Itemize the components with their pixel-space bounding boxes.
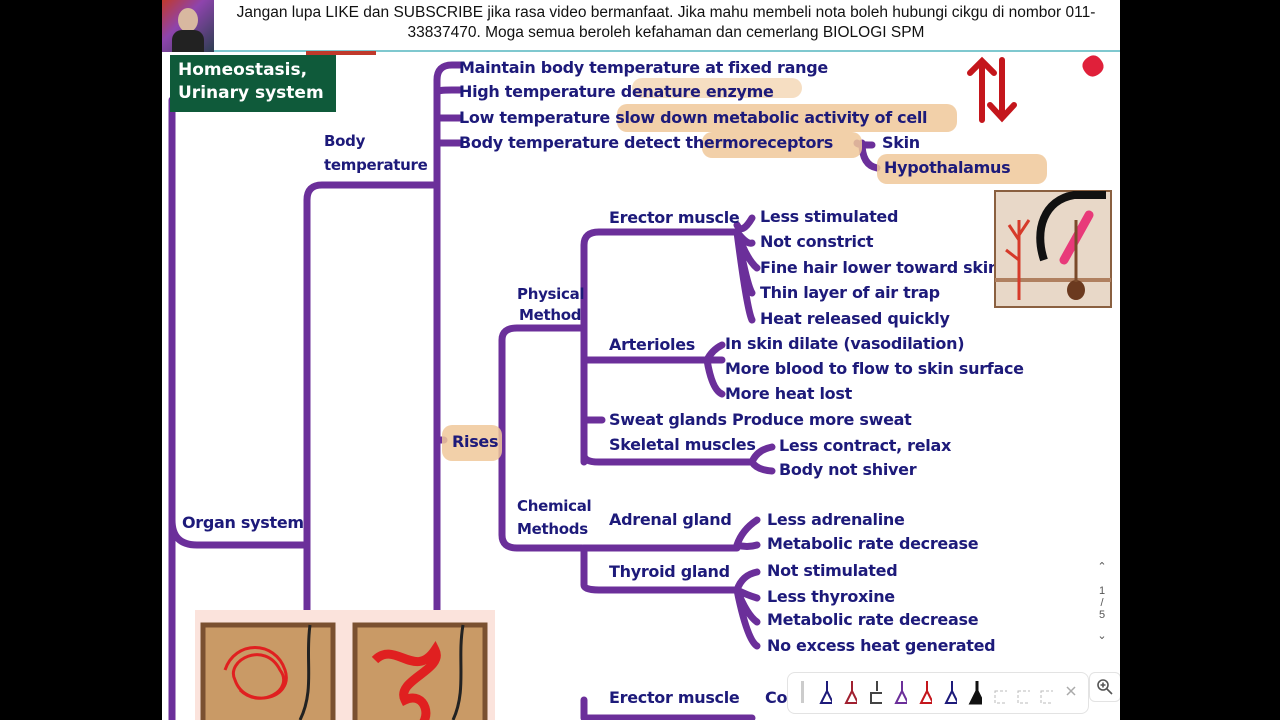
- pen-tool-icon[interactable]: [893, 679, 907, 707]
- thyroid-item-4: No excess heat generated: [767, 636, 996, 655]
- node-skeletal-muscles: Skeletal muscles: [609, 435, 756, 454]
- whiteboard-canvas: Jangan lupa LIKE dan SUBSCRIBE jika rasa…: [162, 0, 1120, 720]
- highlighter-tool-icon[interactable]: [868, 679, 882, 707]
- node-detect: Body temperature detect thermoreceptors: [459, 133, 833, 152]
- chevron-up-icon[interactable]: ⌃: [1097, 561, 1107, 573]
- arterioles-item-2: More blood to flow to skin surface: [725, 359, 1024, 378]
- node-organ-system: Organ system: [182, 513, 304, 532]
- erector-item-1: Less stimulated: [760, 207, 899, 226]
- node-erector-muscle-bottom: Erector muscle: [609, 688, 740, 707]
- up-down-arrows-icon: [967, 56, 1017, 123]
- node-body-temperature-2: temperature: [324, 156, 428, 174]
- erector-bottom-item: Co: [765, 688, 788, 707]
- page-title: Homeostasis, Urinary system: [170, 51, 376, 112]
- adrenal-item-1: Less adrenaline: [767, 510, 905, 529]
- node-erector-muscle: Erector muscle: [609, 208, 740, 227]
- mindmap-branches: [168, 55, 1104, 720]
- node-physical-1: Physical: [517, 285, 585, 303]
- highlight-thermoreceptors: [702, 132, 862, 158]
- pen-tool-icon[interactable]: [918, 679, 932, 707]
- node-adrenal-gland: Adrenal gland: [609, 510, 732, 529]
- drawing-toolbar: [787, 672, 1089, 714]
- node-chemical-1: Chemical: [517, 497, 592, 515]
- node-skin: Skin: [882, 133, 920, 152]
- empty-slot-icon[interactable]: [993, 679, 1007, 707]
- sweat-gland-illustrations: [195, 610, 495, 720]
- node-chemical-2: Methods: [517, 520, 588, 538]
- page-navigator: ⌃ 1 / 5 ⌄: [1094, 560, 1110, 660]
- highlight-low-temp: [617, 104, 957, 132]
- erector-item-3: Fine hair lower toward skin: [760, 258, 1000, 277]
- node-rises: Rises: [452, 432, 499, 451]
- chevron-down-icon[interactable]: ⌄: [1097, 630, 1107, 642]
- thyroid-item-1: Not stimulated: [767, 561, 898, 580]
- erector-item-2: Not constrict: [760, 232, 874, 251]
- node-maintain: Maintain body temperature at fixed range: [459, 58, 828, 77]
- empty-slot-icon[interactable]: [1039, 679, 1053, 707]
- node-high-temperature: High temperature denature enzyme: [459, 82, 774, 101]
- node-low-temperature: Low temperature slow down metabolic acti…: [459, 108, 928, 127]
- info-banner: Jangan lupa LIKE dan SUBSCRIBE jika rasa…: [162, 0, 1120, 52]
- skin-hair-diagram: [994, 190, 1112, 308]
- node-hypothalamus: Hypothalamus: [884, 158, 1011, 177]
- arterioles-item-1: In skin dilate (vasodilation): [725, 334, 965, 353]
- thyroid-item-3: Metabolic rate decrease: [767, 610, 979, 629]
- highlight-hypothalamus: [877, 154, 1047, 184]
- pen-tool-icon[interactable]: [843, 679, 857, 707]
- node-physical-2: Method: [519, 306, 582, 324]
- pen-tool-icon[interactable]: [943, 679, 957, 707]
- pen-tool-icon[interactable]: [796, 679, 810, 707]
- node-thyroid-gland: Thyroid gland: [609, 562, 730, 581]
- zoom-in-icon[interactable]: [1089, 672, 1120, 702]
- thyroid-item-2: Less thyroxine: [767, 587, 895, 606]
- close-icon[interactable]: [1064, 679, 1078, 707]
- channel-avatar: [162, 0, 214, 52]
- pen-tool-icon[interactable]: [968, 679, 982, 707]
- erector-item-4: Thin layer of air trap: [760, 283, 940, 302]
- arterioles-item-3: More heat lost: [725, 384, 852, 403]
- banner-text: Jangan lupa LIKE dan SUBSCRIBE jika rasa…: [236, 4, 1096, 41]
- title-line-2: Urinary system: [178, 83, 324, 103]
- highlight-rises: [442, 425, 502, 461]
- skeletal-item-2: Body not shiver: [779, 460, 917, 479]
- pen-tool-icon[interactable]: [818, 679, 832, 707]
- total-pages: 5: [1098, 609, 1106, 621]
- node-arterioles: Arterioles: [609, 335, 696, 354]
- current-page: 1: [1098, 585, 1106, 597]
- skeletal-item-1: Less contract, relax: [779, 436, 951, 455]
- node-body-temperature-1: Body: [324, 132, 366, 150]
- adrenal-item-2: Metabolic rate decrease: [767, 534, 979, 553]
- node-sweat-glands: Sweat glands Produce more sweat: [609, 410, 912, 429]
- highlight-enzyme: [632, 78, 802, 98]
- title-line-1: Homeostasis,: [178, 60, 308, 80]
- erector-item-5: Heat released quickly: [760, 309, 950, 328]
- empty-slot-icon[interactable]: [1016, 679, 1030, 707]
